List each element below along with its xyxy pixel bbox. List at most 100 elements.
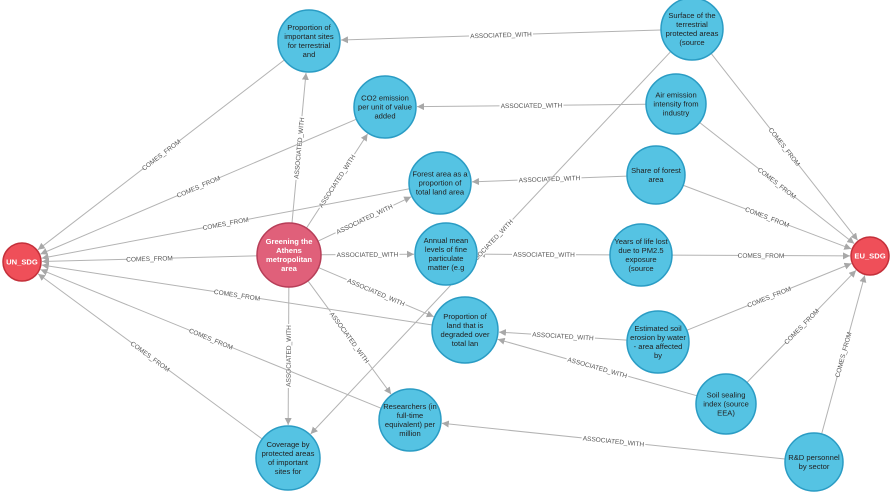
edge-label: COMES_FROM: [738, 253, 785, 260]
edge-share_forest-to-eu_sdg[interactable]: COMES_FROM: [682, 184, 852, 250]
node-circle: [353, 75, 417, 139]
edge-label: ASSOCIATED_WITH: [337, 252, 399, 259]
edge-soil_erosion-to-prop_land[interactable]: ASSOCIATED_WITH: [498, 329, 628, 343]
node-label-line: land that is: [447, 321, 484, 330]
edge-label-bg: [127, 253, 172, 263]
edge-researchers-to-un_sdg[interactable]: COMES_FROM: [40, 268, 382, 409]
edge-label-bg: [345, 275, 408, 308]
edge-surface-to-eu_sdg[interactable]: COMES_FROM: [710, 53, 859, 241]
edge-label-bg: [581, 433, 646, 448]
edge-greening-to-coverage[interactable]: ASSOCIATED_WITH: [283, 286, 293, 426]
node-label-line: total lan: [452, 339, 479, 348]
node-label-line: exposure: [625, 255, 656, 264]
node-un-sdg[interactable]: UN_SDG: [2, 242, 42, 282]
edge-label: ASSOCIATED_WITH: [336, 203, 395, 236]
node-label-line: Athens: [276, 246, 302, 255]
edge-label: ASSOCIATED_WITH: [318, 153, 358, 209]
edge-label-bg: [747, 284, 791, 309]
edge-label-bg: [517, 173, 582, 184]
node-label-line: particulate: [428, 254, 463, 263]
edge-coverage-to-un_sdg[interactable]: COMES_FROM: [37, 273, 263, 440]
node-label-line: added: [374, 112, 395, 121]
edge-label: ASSOCIATED_WITH: [328, 311, 370, 365]
node-label-line: Coverage by: [266, 440, 309, 449]
node-circle: [256, 222, 322, 288]
node-circle: [695, 373, 757, 435]
node-label-line: area: [648, 175, 664, 184]
edge-label-bg: [327, 309, 373, 366]
edge-air-to-co2[interactable]: ASSOCIATED_WITH: [416, 100, 647, 110]
edge-label: COMES_FROM: [744, 206, 790, 229]
edge-label: COMES_FROM: [188, 328, 234, 352]
node-label-line: Proportion of: [443, 312, 487, 321]
edge-label-bg: [511, 249, 577, 259]
edge-greening-to-annual[interactable]: ASSOCIATED_WITH: [320, 249, 415, 259]
node-label-line: Forest area as a: [412, 170, 468, 179]
node-circle: [414, 222, 478, 286]
node-label-line: Soil sealing: [707, 391, 746, 400]
node-label-line: Proportion of: [287, 23, 331, 32]
node-label-line: Greening the: [266, 237, 313, 246]
edge-label-bg: [203, 215, 248, 232]
edge-label: ASSOCIATED_WITH: [501, 102, 563, 110]
edge-label-bg: [333, 201, 395, 236]
node-label-line: Share of forest: [631, 166, 682, 175]
edge-label-bg: [465, 216, 516, 269]
edge-soil_erosion-to-eu_sdg[interactable]: COMES_FROM: [686, 262, 852, 331]
node-label-line: Air emission: [655, 91, 696, 100]
edge-label: COMES_FROM: [767, 127, 801, 168]
node-circle: [378, 388, 442, 452]
edge-label: ASSOCIATED_WITH: [567, 357, 629, 381]
edge-label-bg: [745, 205, 790, 229]
node-circle: [645, 73, 707, 135]
node-circle: [255, 425, 321, 491]
node-label-line: Years of life lost: [614, 237, 668, 246]
edge-greening-to-prop_sites[interactable]: ASSOCIATED_WITH: [291, 72, 309, 224]
node-circle: [626, 145, 686, 205]
edge-label: ASSOCIATED_WITH: [286, 325, 293, 387]
edge-label-bg: [782, 307, 820, 345]
node-label-line: index (source: [703, 400, 749, 409]
node-label-line: (source: [679, 38, 704, 47]
node-circle: [609, 223, 673, 287]
node-label-line: metropolitan: [266, 255, 312, 264]
node-label-line: equivalent) per: [385, 420, 436, 429]
edge-label-bg: [140, 137, 181, 172]
edge-surface-to-prop_sites[interactable]: ASSOCIATED_WITH: [340, 29, 662, 44]
node-eu-sdg[interactable]: EU_SDG: [850, 236, 890, 276]
node-label-line: total land area: [416, 188, 465, 197]
edge-label-bg: [833, 332, 853, 377]
node-label-line: terrestrial: [676, 20, 708, 29]
edge-label-bg: [130, 339, 171, 373]
edge-years_life-to-eu_sdg[interactable]: COMES_FROM: [671, 250, 851, 260]
edge-greening-to-un_sdg[interactable]: COMES_FROM: [41, 253, 258, 265]
edge-label-bg: [315, 151, 358, 210]
node-label-line: R&D personnel: [788, 453, 840, 462]
edge-label-bg: [757, 165, 798, 200]
node-label-line: sites for: [275, 467, 302, 476]
edge-greening-to-co2[interactable]: ASSOCIATED_WITH: [305, 133, 369, 229]
edge-share_forest-to-forest[interactable]: ASSOCIATED_WITH: [471, 173, 628, 186]
node-label-line: EEA): [717, 409, 735, 418]
node-circle: [850, 236, 890, 276]
edge-greening-to-prop_land[interactable]: ASSOCIATED_WITH: [318, 267, 434, 318]
edge-years_life-to-annual[interactable]: ASSOCIATED_WITH: [477, 249, 611, 259]
edge-label: ASSOCIATED_WITH: [470, 31, 532, 40]
node-label-line: full-time: [397, 411, 424, 420]
